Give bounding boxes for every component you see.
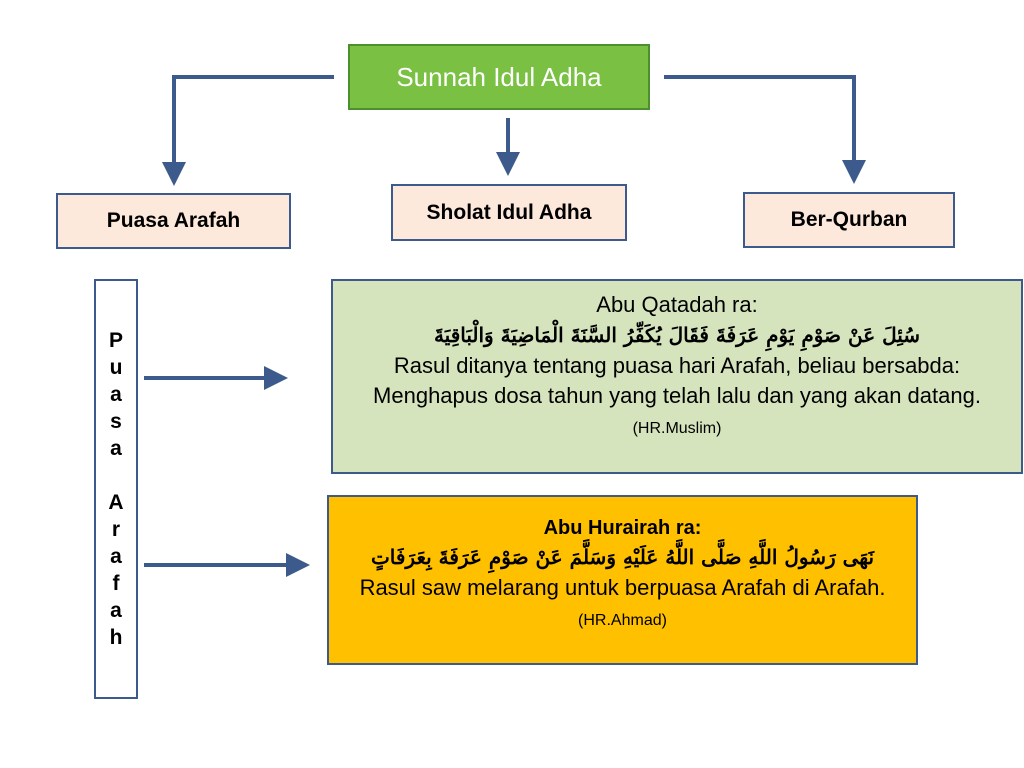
- hadith-narrator: Abu Qatadah ra:: [596, 292, 758, 317]
- hadith-translation-text: Rasul ditanya tentang puasa hari Arafah,…: [373, 353, 981, 408]
- hadith-arabic-text: نَهَى رَسُولُ اللَّهِ صَلَّى اللَّهُ عَل…: [370, 545, 875, 569]
- vertical-letter: A: [108, 491, 124, 514]
- vertical-letter: u: [109, 356, 123, 379]
- vertical-letter: f: [112, 572, 120, 595]
- vertical-letter: h: [109, 626, 123, 649]
- vertical-letter: a: [110, 383, 122, 406]
- vertical-letter: a: [110, 437, 122, 460]
- vertical-label-puasa-arafah: P u a s a A r a f a h: [94, 279, 138, 699]
- hadith-translation-text: Rasul saw melarang untuk berpuasa Arafah…: [359, 575, 886, 600]
- branch-node-ber-qurban: Ber-Qurban: [743, 192, 955, 248]
- root-label: Sunnah Idul Adha: [396, 61, 602, 92]
- hadith-narrator: Abu Hurairah ra:: [543, 517, 702, 539]
- hadith-translation: Rasul saw melarang untuk berpuasa Arafah…: [337, 573, 908, 636]
- vertical-letter: P: [108, 329, 123, 352]
- hadith-arabic-text: سُئِلَ عَنْ صَوْمِ يَوْمِ عَرَفَةَ فَقَا…: [433, 323, 921, 347]
- vertical-letter: a: [110, 545, 122, 568]
- branch-label: Sholat Idul Adha: [426, 200, 592, 224]
- hadith-box-abu-qatadah: Abu Qatadah ra: سُئِلَ عَنْ صَوْمِ يَوْم…: [331, 279, 1023, 474]
- vertical-letter: [113, 462, 119, 489]
- connector-root-to-puasa: [162, 75, 334, 186]
- branch-label: Puasa Arafah: [106, 209, 241, 232]
- vertical-letter: s: [110, 410, 122, 433]
- root-node-sunnah-idul-adha: Sunnah Idul Adha: [348, 44, 650, 110]
- hadith-box-abu-hurairah: Abu Hurairah ra: نَهَى رَسُولُ اللَّهِ ص…: [327, 495, 918, 665]
- vertical-letter: r: [111, 518, 121, 541]
- hadith-translation: Rasul ditanya tentang puasa hari Arafah,…: [341, 351, 1013, 444]
- vertical-letter: a: [110, 599, 122, 622]
- connector-root-to-qurban: [664, 75, 866, 184]
- hadith-source: (HR.Muslim): [632, 420, 722, 437]
- branch-node-sholat-idul-adha: Sholat Idul Adha: [391, 184, 627, 241]
- branch-node-puasa-arafah: Puasa Arafah: [56, 193, 291, 249]
- hadith-source: (HR.Ahmad): [578, 612, 667, 629]
- branch-label: Ber-Qurban: [790, 208, 908, 231]
